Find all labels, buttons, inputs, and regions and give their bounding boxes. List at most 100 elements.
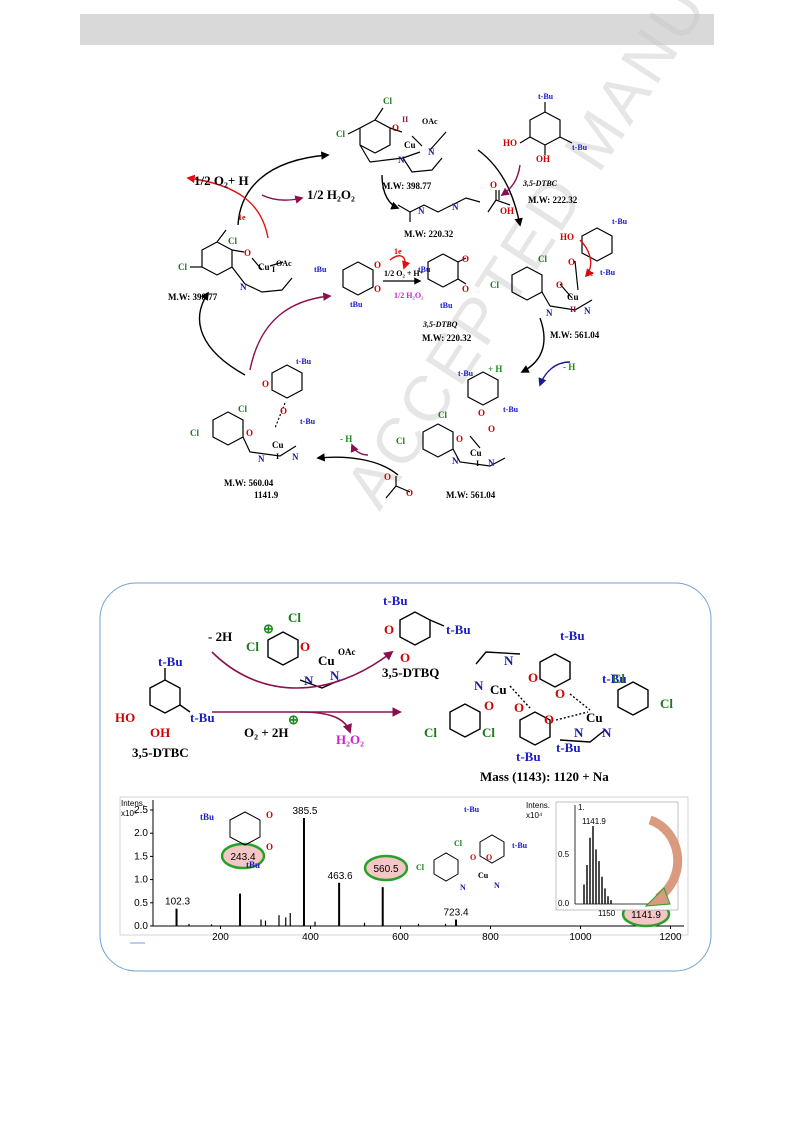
mw-top: M.W: 398.77	[382, 181, 432, 191]
o-label: O	[400, 650, 410, 665]
n-label: N	[292, 452, 299, 462]
y-tick-label: 1.0	[134, 875, 148, 886]
dtbc-molecule	[519, 102, 573, 155]
x-tick-label: 600	[392, 932, 409, 943]
cu-label: Cu	[470, 448, 482, 458]
o-label: O	[280, 406, 287, 416]
n-label: N	[494, 881, 500, 890]
y-tick-label: 2.5	[134, 805, 148, 816]
o-label: O	[456, 434, 463, 444]
mw-imine: M.W: 220.32	[404, 229, 454, 239]
inset-peaks	[583, 826, 612, 904]
cl-label: Cl	[396, 436, 405, 446]
ga-scheme	[149, 611, 649, 746]
oxidation-state: II	[402, 115, 408, 124]
tbu-label: t-Bu	[512, 841, 528, 850]
semiquinone-middle	[342, 253, 467, 296]
cl-label: Cl	[190, 428, 199, 438]
complex-cu1-left	[190, 229, 293, 293]
one-e-left: 1e	[238, 213, 246, 222]
plus-sign: ⊕	[263, 621, 274, 636]
peak-label: 385.5	[292, 806, 317, 817]
n-label: N	[504, 653, 514, 668]
tbu-label: tBu	[418, 265, 431, 274]
cu-label: Cu	[567, 292, 579, 302]
tbu-label: tBu	[440, 301, 453, 310]
o-label: O	[490, 180, 497, 190]
label-243: 243.4	[230, 852, 255, 863]
tbu-label: t-Bu	[503, 405, 519, 414]
cl-label: Cl	[424, 725, 437, 740]
oxidation-state: I	[476, 459, 479, 468]
tbu-label: t-Bu	[560, 628, 585, 643]
intens-label: Intens.	[121, 799, 145, 808]
tbu-label: t-Bu	[158, 654, 183, 669]
peak-label: 723.4	[444, 908, 469, 919]
cycle-labels: 1/2 O₂+ H 1/2 H₂O₂ 1e Cl Cl O Cu II OAc …	[168, 92, 628, 500]
n-label: N	[398, 155, 405, 165]
highlight-560	[363, 854, 409, 882]
inset-ytick: 0.5	[558, 850, 570, 859]
ga-arrows	[211, 650, 402, 734]
tbu-label: t-Bu	[516, 749, 541, 764]
cl-label: Cl	[490, 280, 499, 290]
mw-right: M.W: 561.04	[550, 330, 600, 340]
y-tick-label: 0.0	[134, 921, 148, 932]
o-label: O	[555, 686, 565, 701]
tbu-label: t-Bu	[300, 417, 316, 426]
n-label: N	[304, 673, 314, 688]
n-label: N	[428, 147, 435, 157]
o-label: O	[544, 712, 554, 727]
graphical-abstract-frame	[99, 582, 712, 972]
ga-dtbc-name: 3,5-DTBC	[132, 745, 189, 760]
cu-label: Cu	[478, 871, 489, 880]
tbu-label: t-Bu	[446, 622, 471, 637]
o-label: O	[528, 670, 538, 685]
n-label: N	[574, 725, 584, 740]
dtbc-name: 3,5-DTBC	[522, 179, 558, 188]
oac-label: OAc	[276, 259, 292, 268]
one-e-mid: 1e	[394, 247, 402, 256]
o-label: O	[384, 622, 394, 637]
one-e-right: 1e	[586, 269, 594, 278]
o-label: O	[484, 698, 494, 713]
cl-label: Cl	[246, 639, 259, 654]
cu-label: Cu	[586, 710, 603, 725]
tbu-label: t-Bu	[296, 357, 312, 366]
cl-label: Cl	[383, 96, 392, 106]
o-label: O	[392, 123, 399, 133]
tbu-label: t-Bu	[572, 143, 588, 152]
y-tick-label: 2.0	[134, 828, 148, 839]
o-label: O	[488, 424, 495, 434]
o-label: O	[406, 488, 413, 498]
tbu-label: t-Bu	[602, 671, 627, 686]
tbu-label: tBu	[314, 265, 327, 274]
tbu-label: tBu	[200, 812, 214, 822]
inset-xtick: 1150	[598, 909, 616, 918]
tbu-label: tBu	[350, 300, 363, 309]
ho-label: HO	[115, 710, 135, 725]
cl-label: Cl	[288, 610, 301, 625]
n-label: N	[452, 202, 459, 212]
n-label: N	[418, 206, 425, 216]
x-tick-label: 200	[212, 932, 229, 943]
cl-label: Cl	[416, 863, 425, 872]
h2o2-small: 1/2 H₂O₂	[394, 291, 424, 300]
n-label: N	[488, 458, 495, 468]
cu-label: Cu	[318, 653, 335, 668]
n-label: N	[452, 456, 459, 466]
peak-label: 102.3	[165, 897, 190, 908]
tbu-label: t-Bu	[556, 740, 581, 755]
minus-2h-label: - 2H	[208, 629, 232, 644]
inset-ytick: 0.0	[558, 899, 570, 908]
o-label: O	[462, 254, 469, 264]
mw-dtbq: M.W: 220.32	[422, 333, 472, 343]
ga-dtbq-name: 3,5-DTBQ	[382, 665, 439, 680]
peak-label: 463.6	[328, 871, 353, 882]
acetic-acid	[487, 190, 511, 213]
x-tick-label: 1200	[659, 932, 682, 943]
mw-dtbc: M.W: 222.32	[528, 195, 578, 205]
y-tick-label: 0.5	[134, 898, 148, 909]
